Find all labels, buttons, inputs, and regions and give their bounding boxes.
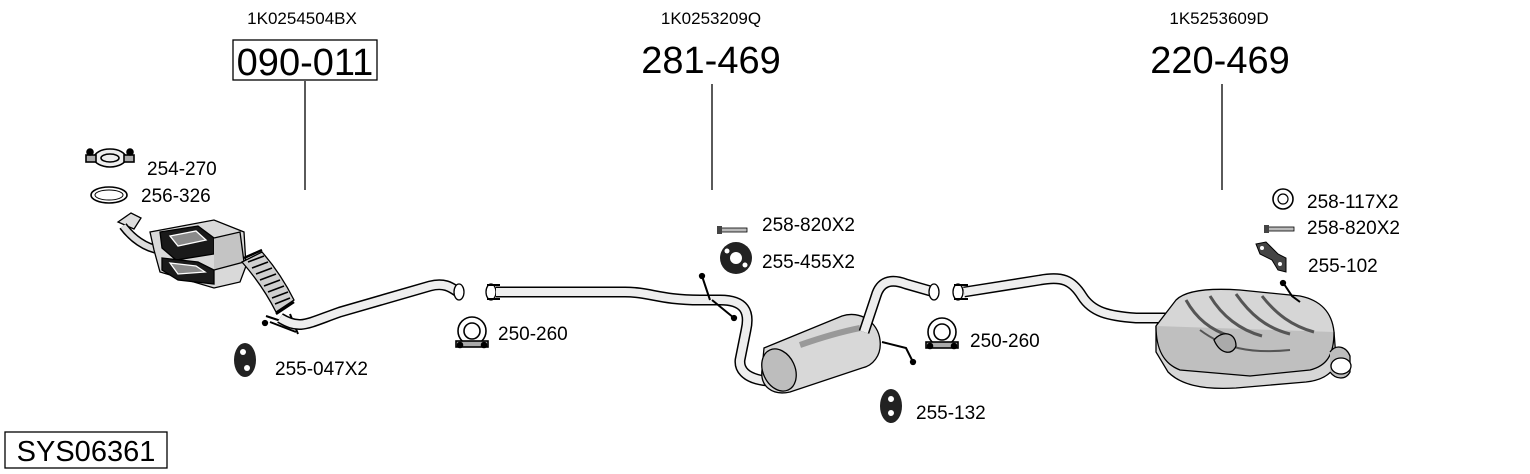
front-catalytic-converter-drawing <box>116 212 465 335</box>
accessory-label: 255-132 <box>916 403 986 424</box>
mounting-bracket-icon <box>1255 241 1287 273</box>
washer-ring-icon <box>1272 188 1294 210</box>
main-part-catalytic-converter[interactable]: 1K0254504BX 090-011 <box>232 9 378 190</box>
system-code: SYS06361 <box>17 436 156 468</box>
rubber-hanger-icon <box>234 343 256 377</box>
accessory-label: 258-117X2 <box>1307 192 1399 213</box>
main-part-middle-silencer[interactable]: 1K0253209Q 281-469 <box>641 9 781 190</box>
accessory-label: 255-455X2 <box>762 252 855 273</box>
rubber-hanger-icon <box>880 389 902 423</box>
accessory-label: 255-047X2 <box>275 359 368 380</box>
part-number: 281-469 <box>641 40 780 82</box>
accessory-label: 258-820X2 <box>762 215 855 236</box>
oem-number: 1K0254504BX <box>247 9 357 28</box>
part-number: 220-469 <box>1150 40 1289 82</box>
accessory-label: 258-820X2 <box>1307 218 1400 239</box>
bolt-icon <box>717 226 748 234</box>
oem-number: 1K5253609D <box>1169 9 1268 28</box>
gasket-ring-icon <box>90 186 128 204</box>
main-part-rear-silencer[interactable]: 1K5253609D 220-469 <box>1150 9 1290 190</box>
part-number-box <box>232 39 378 81</box>
flange-clamp-icon <box>85 148 135 168</box>
accessory-label: 250-260 <box>970 331 1040 352</box>
pipe-clamp-icon <box>455 316 489 349</box>
part-number: 090-011 <box>237 42 374 84</box>
bolt-icon <box>1264 225 1295 233</box>
rubber-hanger-icon <box>720 242 752 274</box>
accessory-label: 255-102 <box>1308 256 1378 277</box>
accessory-label: 254-270 <box>147 159 217 180</box>
rear-silencer-drawing <box>952 273 1352 390</box>
accessory-label: 256-326 <box>141 186 211 207</box>
middle-silencer-drawing <box>485 272 940 394</box>
system-code-box: SYS06361 <box>4 431 168 469</box>
pipe-clamp-icon <box>925 317 959 350</box>
accessory-label: 250-260 <box>498 324 568 345</box>
oem-number: 1K0253209Q <box>661 9 761 28</box>
